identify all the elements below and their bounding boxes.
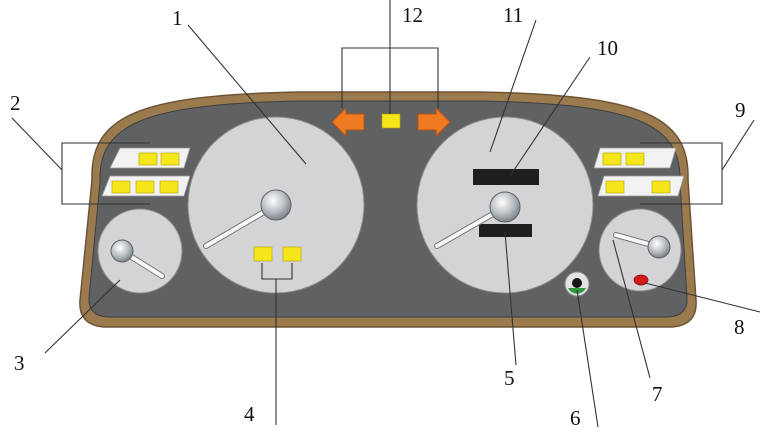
odometer-display	[479, 224, 532, 237]
callout-5: 5	[504, 366, 515, 390]
indicator-lamp	[159, 180, 179, 194]
turn-signal-block	[331, 106, 451, 138]
callout-4: 4	[244, 402, 255, 426]
indicator-lamp	[605, 180, 625, 194]
warning-lamp-icon	[633, 274, 649, 286]
indicator-lamp	[381, 113, 401, 129]
left-indicator-strips	[101, 147, 191, 197]
callout-10: 10	[597, 36, 618, 60]
cluster-panel	[88, 100, 688, 318]
indicator-lamp	[602, 152, 622, 166]
callout-6: 6	[570, 406, 581, 430]
callout-7: 7	[652, 382, 663, 406]
indicator-lamp	[111, 180, 131, 194]
callout-labels: 1 2 3 4 5 6 7 8 9 10 11 12	[10, 3, 746, 430]
upper-display	[473, 169, 539, 185]
callout-12: 12	[402, 3, 423, 27]
indicator-lamp	[625, 152, 645, 166]
temperature-gauge	[598, 208, 682, 292]
gauge-hub	[489, 191, 521, 223]
callout-9: 9	[735, 98, 746, 122]
fuel-gauge	[97, 208, 183, 294]
indicator-lamp	[135, 180, 155, 194]
callout-1: 1	[172, 6, 183, 30]
indicator-lamp	[138, 152, 158, 166]
reset-knob-icon	[564, 271, 590, 297]
speedometer	[187, 116, 365, 294]
tachometer	[416, 116, 594, 294]
callout-2: 2	[10, 91, 21, 115]
indicator-lamp	[160, 152, 180, 166]
leader-lines	[11, 0, 761, 428]
indicator-lamp	[282, 246, 302, 262]
right-arrow-icon	[417, 106, 451, 138]
right-indicator-strips	[593, 147, 685, 197]
gauge-hub	[110, 239, 134, 263]
indicator-lamp	[651, 180, 671, 194]
left-arrow-icon	[331, 106, 365, 138]
gauge-hub	[647, 235, 671, 259]
callout-11: 11	[503, 3, 523, 27]
indicator-lamp	[253, 246, 273, 262]
gauge-hub	[260, 189, 292, 221]
callout-3: 3	[14, 351, 25, 375]
callout-8: 8	[734, 315, 745, 339]
